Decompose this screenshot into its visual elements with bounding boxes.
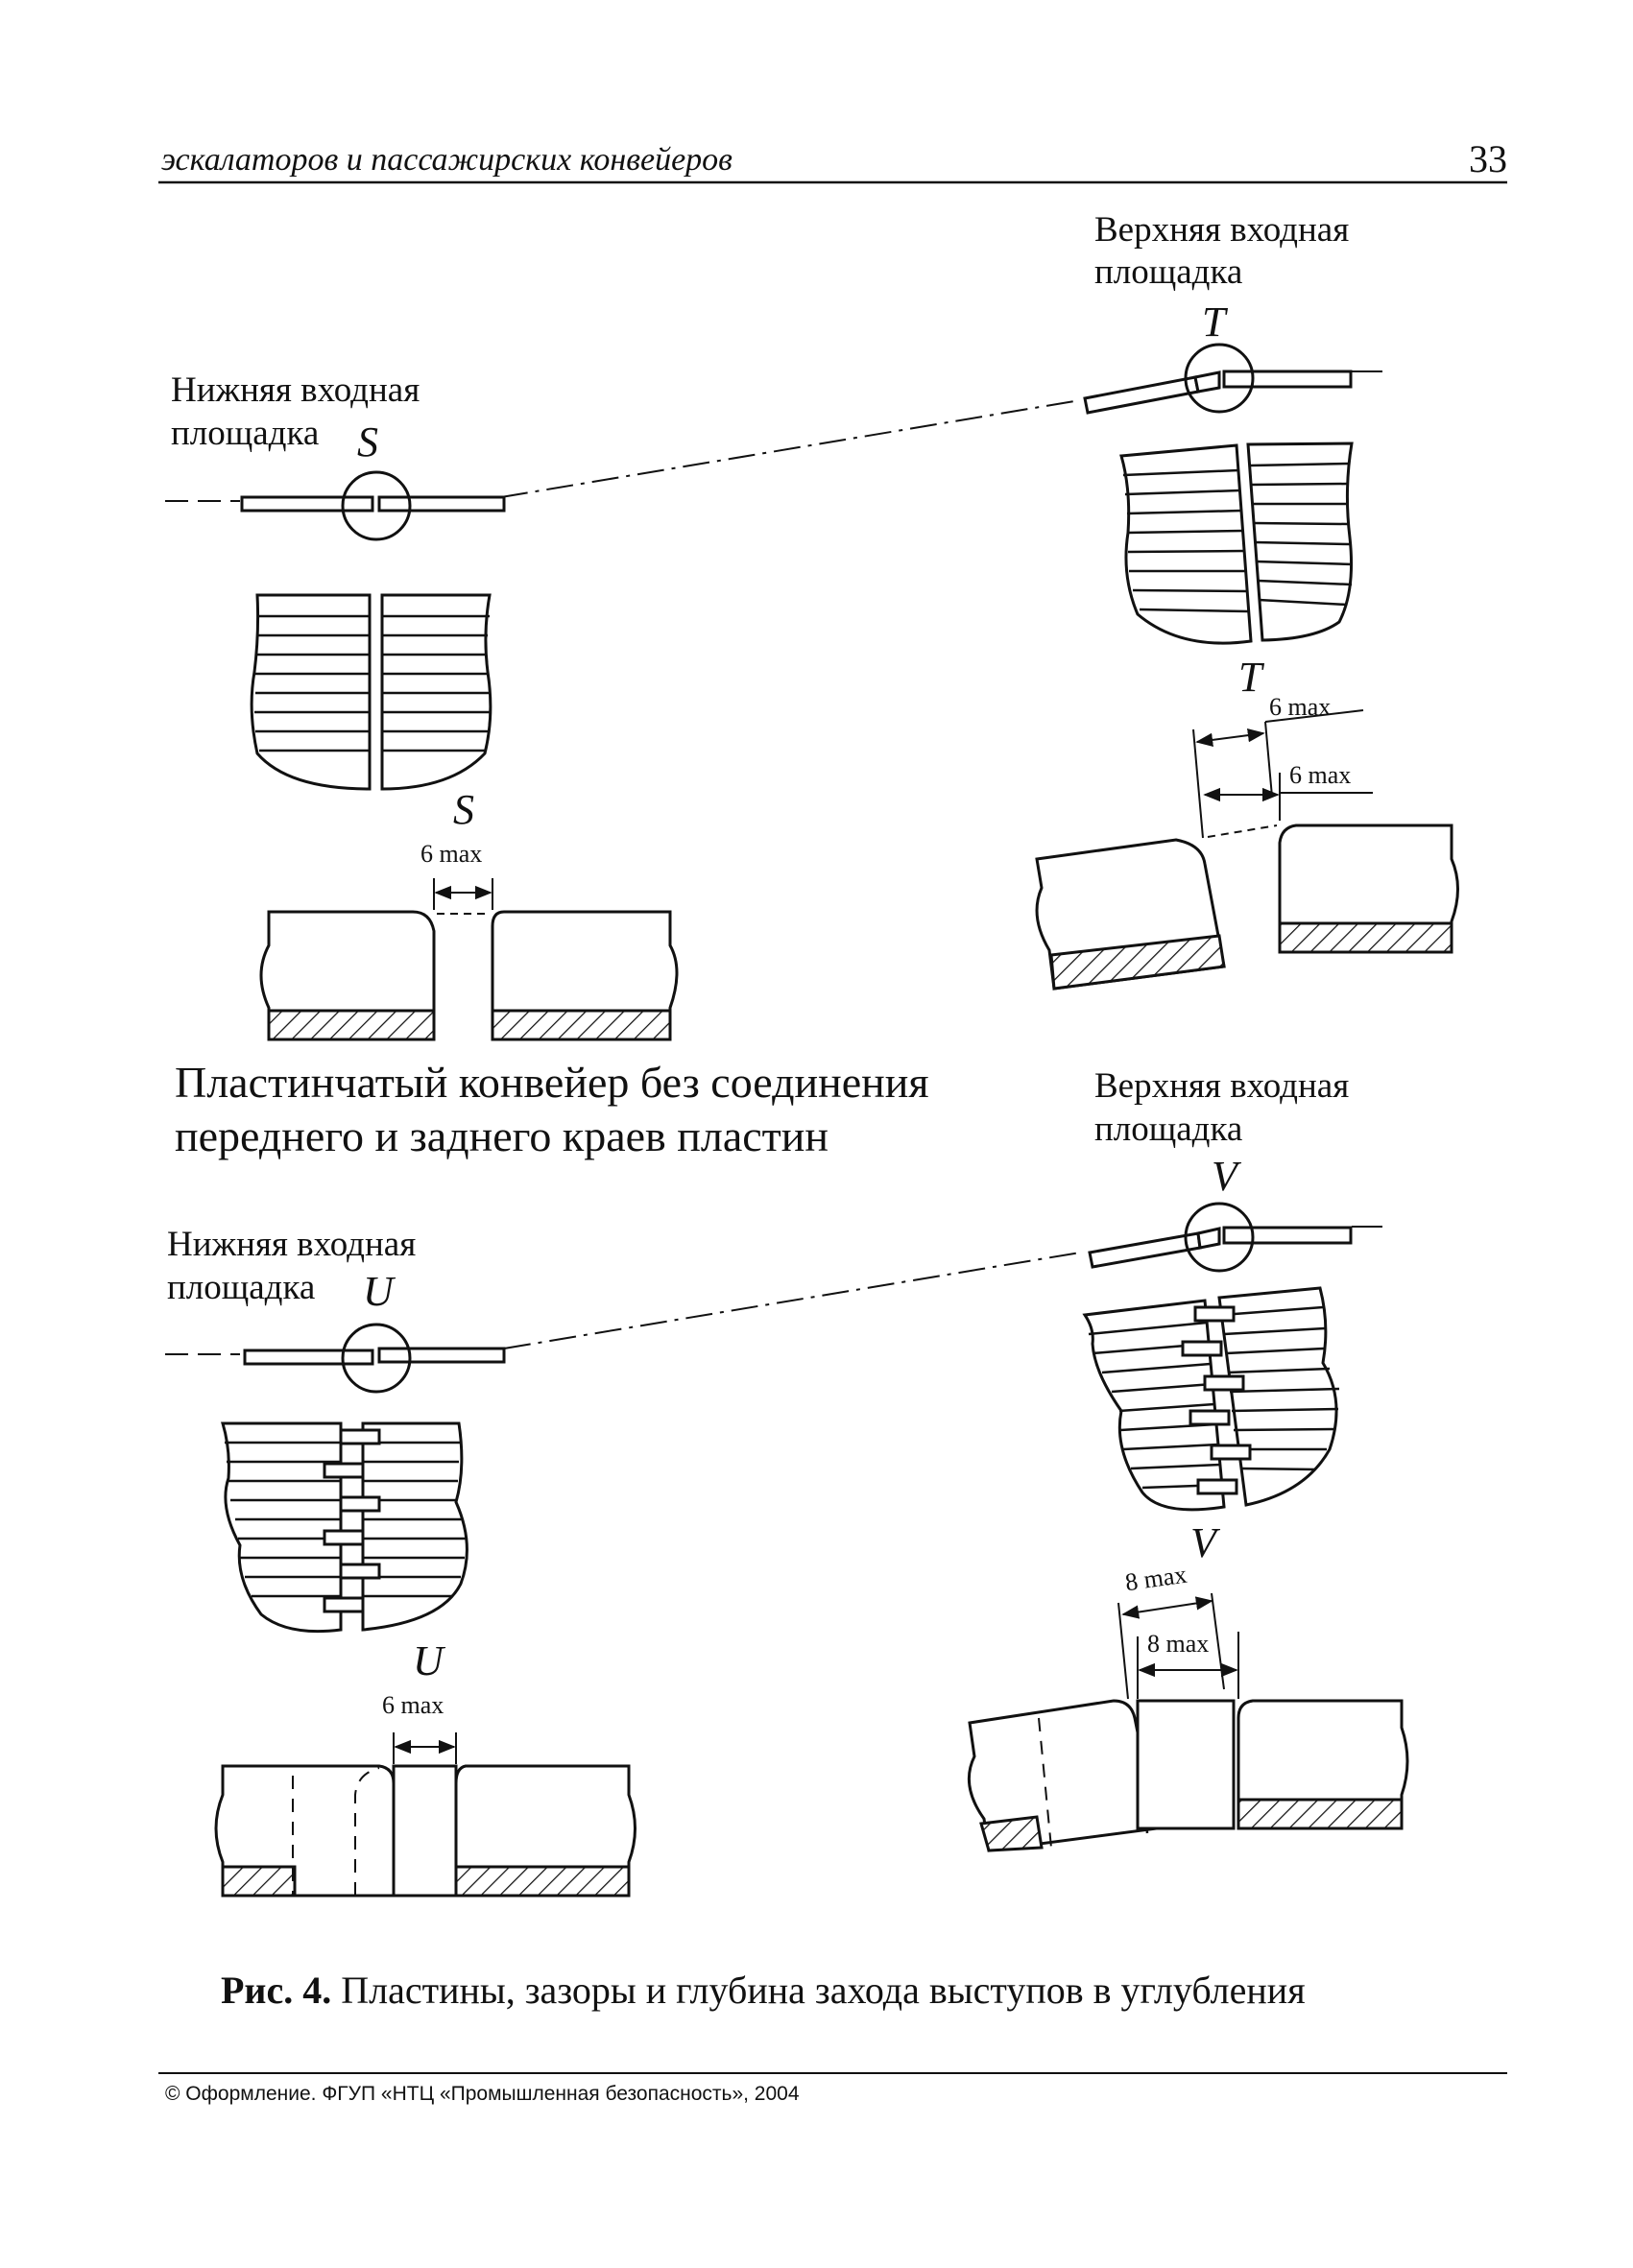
marker-circle-u — [343, 1325, 410, 1392]
bottom-upper-landing-line1: Верхняя входная — [1094, 1066, 1350, 1106]
middle-caption-line2: переднего и заднего краев пластин — [175, 1111, 829, 1160]
marker-label-v: V — [1212, 1153, 1237, 1200]
lower-plate-right — [379, 497, 504, 511]
bottom-upper-landing-line2: площадка — [1094, 1110, 1243, 1149]
top-upper-landing-line1: Верхняя входная — [1094, 210, 1350, 250]
dim-s: 6 max — [420, 840, 483, 868]
bottom-lower-landing-line1: Нижняя входная — [167, 1225, 417, 1264]
dim-u: 6 max — [382, 1691, 444, 1719]
detail-label-v: V — [1190, 1519, 1216, 1566]
middle-caption-line1: Пластинчатый конвейер без соединения — [175, 1058, 929, 1107]
footer-copyright: © Оформление. ФГУП «НТЦ «Промышленная бе… — [165, 2083, 800, 2105]
lower-plate-left — [242, 497, 372, 511]
top-side-view — [165, 345, 1382, 539]
bottom-lower-landing-line2: площадка — [167, 1268, 316, 1307]
bottom-side-view — [165, 1204, 1382, 1392]
upper-plate-inclined — [1085, 377, 1198, 413]
figure-caption: Рис. 4. Пластины, зазоры и глубина заход… — [221, 1968, 1306, 2013]
detail-label-s: S — [453, 786, 474, 833]
dim-v-2: 8 max — [1147, 1630, 1210, 1658]
detail-label-u: U — [413, 1637, 444, 1684]
marker-label-u: U — [363, 1268, 394, 1315]
lower-plate-right — [379, 1349, 504, 1362]
top-section-s — [261, 878, 677, 1039]
marker-circle-s — [343, 472, 410, 539]
top-upper-landing-line2: площадка — [1094, 252, 1243, 292]
bottom-section-u — [216, 1732, 636, 1896]
top-plan-upper — [1121, 443, 1353, 643]
bottom-plan-lower — [223, 1423, 467, 1632]
marker-label-s: S — [357, 418, 378, 466]
lower-plate-left — [245, 1350, 372, 1364]
bottom-section-v — [969, 1593, 1407, 1850]
marker-label-t: T — [1202, 298, 1226, 346]
marker-circle-t — [1186, 345, 1253, 412]
page-number: 33 — [1469, 137, 1507, 180]
upper-plate-horizontal — [1224, 1228, 1351, 1243]
figure-caption-text: Пластины, зазоры и глубина захода выступ… — [331, 1969, 1306, 2012]
detail-label-t: T — [1238, 654, 1262, 701]
upper-plate-horizontal — [1224, 371, 1351, 387]
dim-t-2: 6 max — [1289, 761, 1352, 789]
marker-circle-v — [1186, 1204, 1253, 1271]
top-lower-landing-line2: площадка — [171, 414, 320, 453]
upper-plate-inclined — [1090, 1233, 1200, 1267]
bottom-plan-upper — [1085, 1288, 1339, 1510]
figure-caption-prefix: Рис. 4. — [221, 1969, 332, 2012]
top-lower-landing-line1: Нижняя входная — [171, 370, 420, 410]
running-title: эскалаторов и пассажирских конвейеров — [161, 142, 732, 178]
dim-t-1: 6 max — [1269, 693, 1332, 721]
top-plan-lower — [252, 595, 492, 789]
top-section-t — [1037, 710, 1458, 989]
